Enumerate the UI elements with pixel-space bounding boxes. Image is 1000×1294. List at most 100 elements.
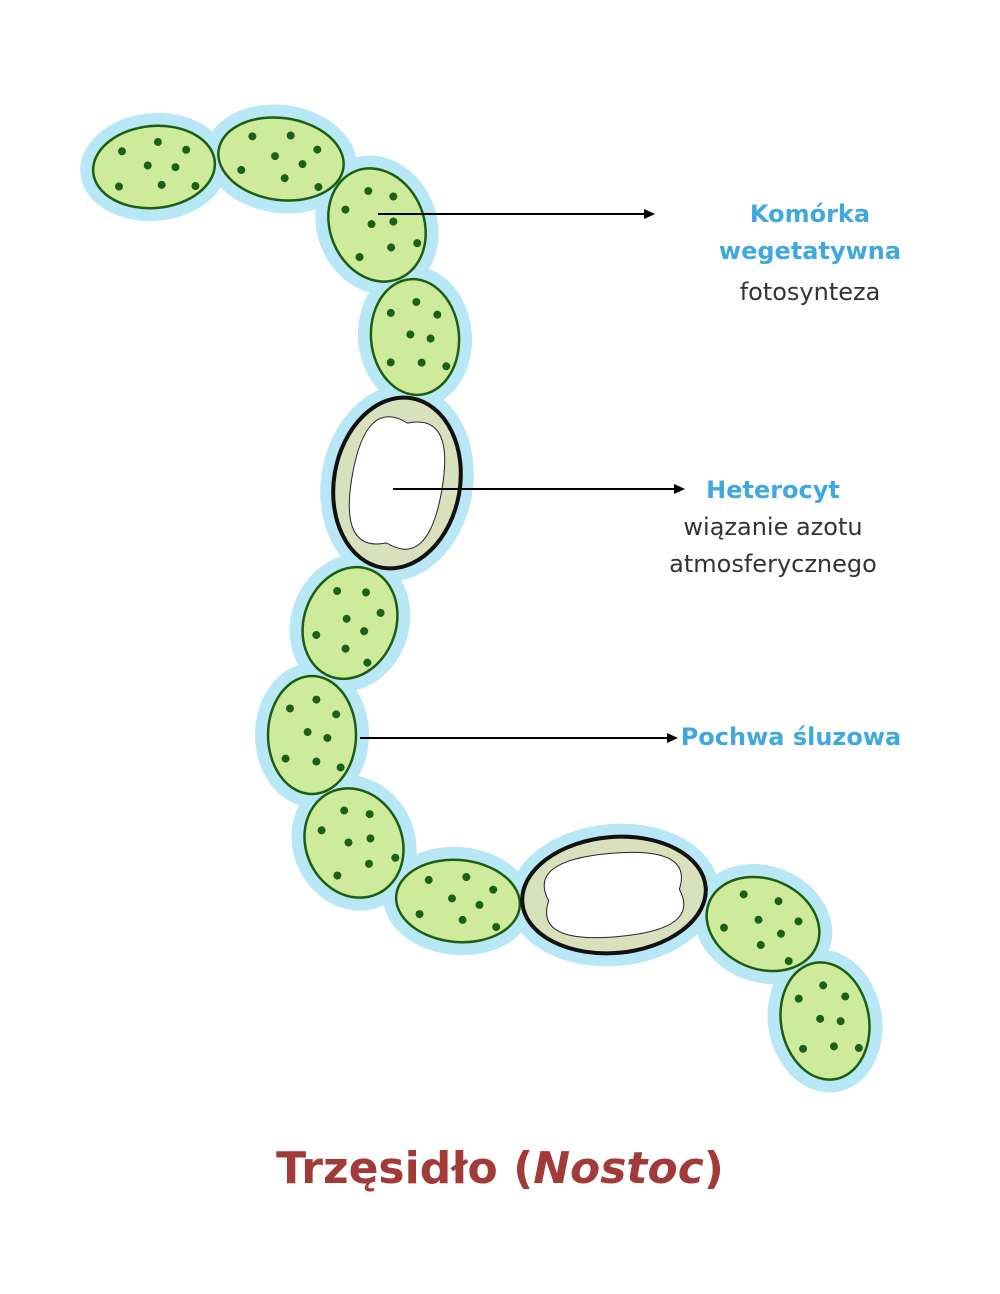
thylakoid-dot	[312, 630, 321, 639]
thylakoid-dot	[363, 658, 372, 667]
thylakoid-dot	[118, 147, 127, 156]
vegetative-cell	[301, 565, 399, 681]
thylakoid-dot	[114, 182, 123, 191]
thylakoid-dot	[191, 182, 200, 191]
label-heterocyst: Heterocyt wiązanie azotu atmosferycznego	[640, 472, 906, 583]
thylakoid-dot	[271, 152, 280, 161]
thylakoid-dot	[389, 192, 398, 201]
cells	[91, 116, 871, 1081]
thylakoid-dot	[332, 710, 341, 719]
thylakoid-dot	[489, 885, 498, 894]
thylakoid-dot	[314, 183, 323, 192]
thylakoid-dot	[458, 915, 467, 924]
thylakoid-dot	[313, 145, 322, 154]
thylakoid-dot	[412, 297, 421, 306]
thylakoid-dot	[776, 929, 785, 938]
label-title: Pochwa śluzowa	[680, 723, 902, 751]
thylakoid-dot	[799, 1044, 808, 1053]
thylakoid-dot	[426, 334, 435, 343]
thylakoid-dot	[836, 1017, 845, 1026]
thylakoid-dot	[280, 174, 289, 183]
vegetative-cell	[394, 858, 522, 944]
title-text: Trzęsidło (	[276, 1143, 534, 1194]
thylakoid-dot	[171, 163, 180, 172]
thylakoid-dot	[415, 910, 424, 919]
thylakoid-dot	[364, 186, 373, 195]
thylakoid-dot	[719, 923, 728, 932]
thylakoid-dot	[365, 810, 374, 819]
thylakoid-dot	[417, 358, 426, 367]
thylakoid-dot	[341, 644, 350, 653]
thylakoid-dot	[153, 137, 162, 146]
thylakoid-dot	[317, 826, 326, 835]
heterocyst	[520, 834, 708, 956]
thylakoid-dot	[462, 873, 471, 882]
label-title: Heterocyt	[706, 476, 840, 504]
thylakoid-dot	[355, 253, 364, 262]
thylakoid-dot	[829, 1042, 838, 1051]
cell-body	[301, 565, 399, 681]
heterocyst	[331, 395, 463, 571]
vegetative-cell	[369, 277, 461, 397]
thylakoid-dot	[367, 220, 376, 229]
heterocyst-lumen	[543, 851, 685, 939]
thylakoid-dot	[448, 894, 457, 903]
thylakoid-dot	[433, 310, 442, 319]
thylakoid-dot	[442, 362, 451, 371]
thylakoid-dot	[387, 243, 396, 252]
vegetative-cell	[91, 124, 217, 210]
thylakoid-dot	[237, 165, 246, 174]
thylakoid-dot	[424, 875, 433, 884]
thylakoid-dot	[386, 308, 395, 317]
thylakoid-dot	[854, 1043, 863, 1052]
thylakoid-dot	[157, 180, 166, 189]
label-desc: atmosferycznego	[669, 550, 877, 578]
cell-body	[327, 167, 427, 283]
thylakoid-dot	[298, 160, 307, 169]
thylakoid-dot	[333, 871, 342, 880]
thylakoid-dot	[342, 614, 351, 623]
vegetative-cell	[217, 116, 345, 202]
thylakoid-dot	[312, 695, 321, 704]
thylakoid-dot	[286, 704, 294, 713]
thylakoid-dot	[286, 131, 295, 140]
thylakoid-dot	[816, 1014, 825, 1023]
arrowhead-icon	[667, 733, 678, 743]
thylakoid-dot	[774, 897, 783, 906]
thylakoid-dot	[333, 587, 342, 596]
cell-body	[266, 674, 358, 796]
label-vegetative-cell: Komórka wegetatywna fotosynteza	[660, 196, 960, 311]
thylakoid-dot	[784, 957, 793, 966]
thylakoid-dot	[475, 900, 484, 909]
thylakoid-dot	[312, 757, 321, 766]
vegetative-cell	[705, 875, 821, 973]
label-title: Komórka wegetatywna	[718, 200, 902, 265]
cell-body	[705, 875, 821, 973]
thylakoid-dot	[143, 161, 152, 170]
thylakoid-dot	[754, 915, 763, 924]
thylakoid-dot	[323, 733, 332, 742]
vegetative-cell	[303, 787, 405, 899]
thylakoid-dot	[492, 922, 501, 931]
thylakoid-dot	[819, 981, 828, 990]
thylakoid-dot	[841, 992, 850, 1001]
thylakoid-dot	[386, 358, 395, 367]
label-desc: fotosynteza	[739, 278, 881, 306]
thylakoid-dot	[794, 917, 803, 926]
thylakoid-dot	[756, 940, 765, 949]
diagram-title: Trzęsidło (Nostoc)	[0, 1143, 1000, 1194]
title-end: )	[703, 1143, 724, 1194]
label-sheath: Pochwa śluzowa	[680, 719, 902, 756]
thylakoid-dot	[360, 627, 369, 636]
thylakoid-dot	[303, 728, 312, 737]
arrowhead-icon	[644, 209, 655, 219]
thylakoid-dot	[406, 330, 415, 339]
vegetative-cell	[327, 167, 427, 283]
thylakoid-dot	[376, 608, 385, 617]
thylakoid-dot	[389, 217, 398, 226]
thylakoid-dot	[413, 239, 422, 248]
cell-body	[369, 277, 461, 397]
cell-body	[303, 787, 405, 899]
vegetative-cell	[779, 961, 871, 1081]
